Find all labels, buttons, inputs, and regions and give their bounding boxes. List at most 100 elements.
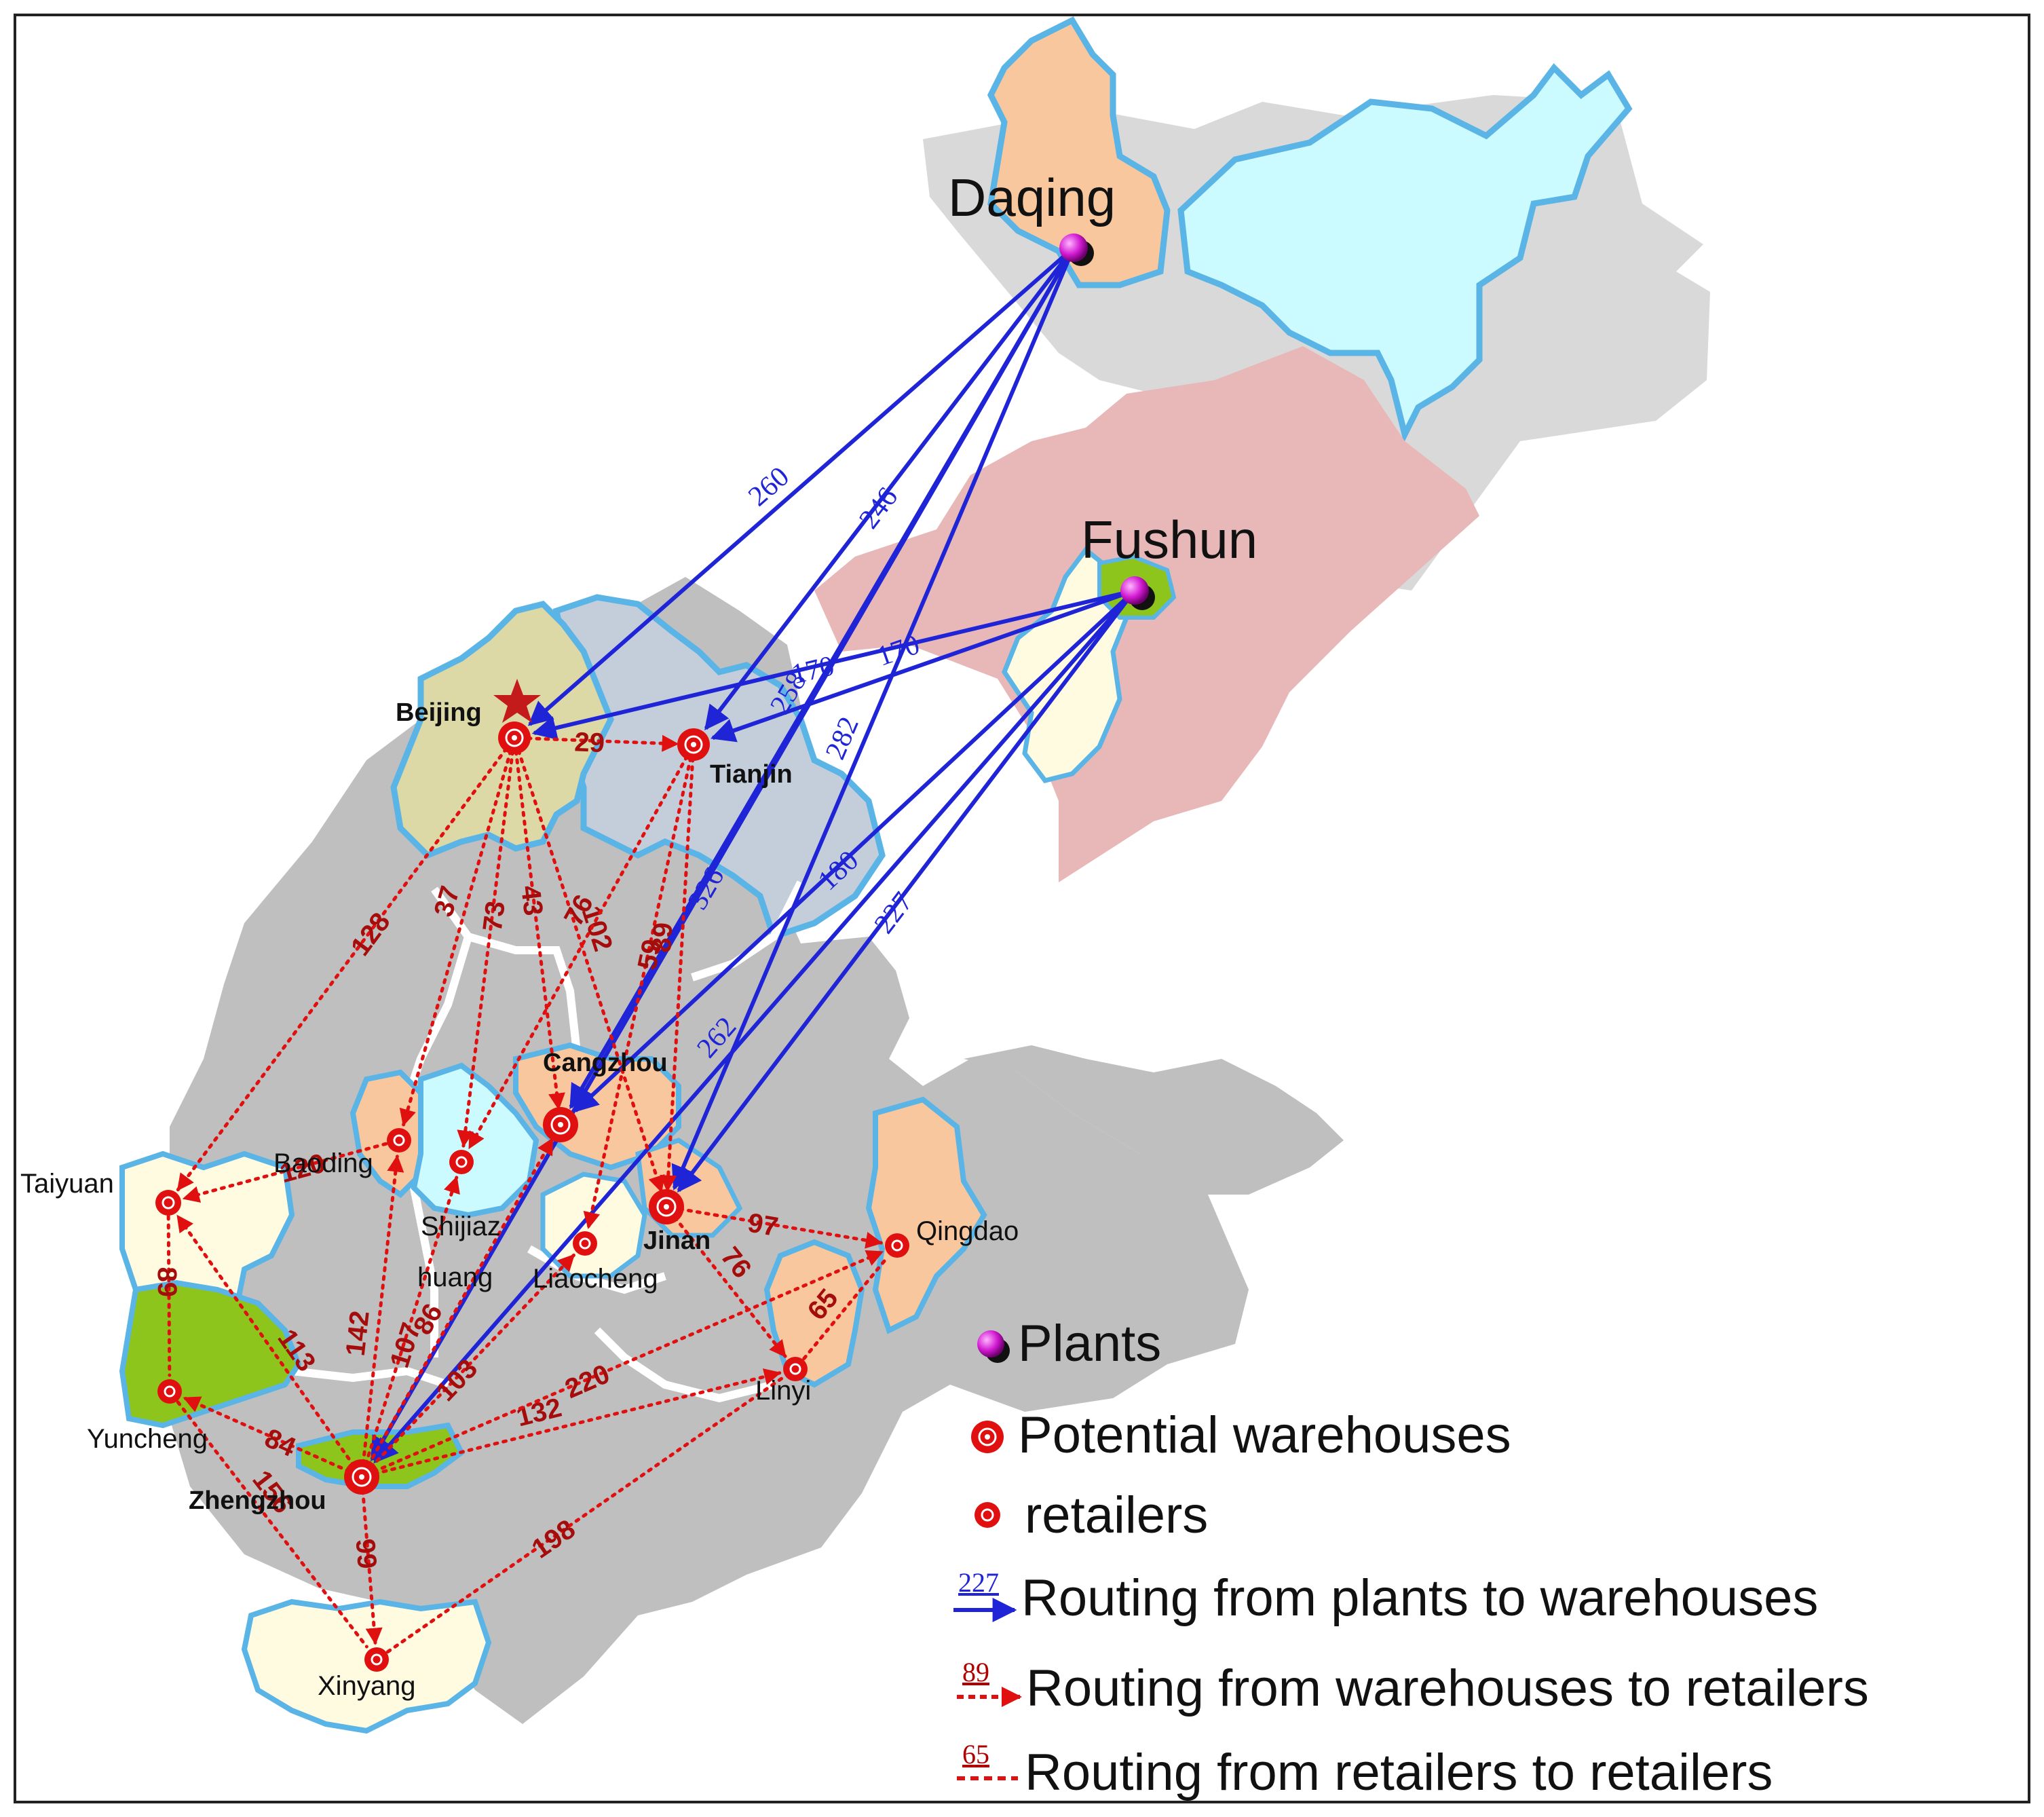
node-layer (155, 233, 1155, 1672)
warehouse-route-zhengzhou-linyi-line (373, 1368, 782, 1476)
warehouse-route-tianjin-liaocheng-value: 59 (632, 937, 668, 973)
region-tianjin-bluegray (552, 594, 886, 941)
road-4 (291, 1366, 449, 1389)
retailer-route-taiyuan-yuncheng-line (166, 1214, 172, 1377)
warehouse-route-beijing-tianjin-value: 29 (574, 727, 605, 758)
warehouse-route-zhengzhou-shijiazhuang-line (364, 1176, 460, 1466)
warehouse-route-tianjin-liaocheng-line (583, 756, 693, 1230)
legend: Plants Potential warehouses retailers 22… (953, 1315, 1869, 1801)
region-xinyang-yellow (241, 1598, 492, 1734)
retailer-xinyang-marker[interactable] (364, 1647, 389, 1672)
warehouse-route-beijing-taiyuan-line (176, 747, 508, 1192)
warehouse-beijing-marker[interactable] (498, 722, 531, 754)
warehouse-route-jinan-qingdao-value: 97 (746, 1208, 780, 1243)
warehouse-route-zhengzhou-taiyuan-line (176, 1214, 356, 1468)
plant-route-fushun-zhengzhou-line (373, 599, 1128, 1464)
region-daqing-orange (987, 16, 1171, 288)
warehouse-route-zhengzhou-yuncheng-line (183, 1396, 352, 1474)
label-qingdao: Qingdao (916, 1216, 1019, 1246)
legend-blue-number: 227 (958, 1567, 999, 1598)
region-jilin-cyan (1177, 63, 1633, 443)
warehouse-route-zhengzhou-xinyang-line (361, 1488, 383, 1645)
label-tianjin: Tianjin (710, 760, 793, 789)
warehouse-route-tianjin-jinan-value: 89 (647, 922, 679, 954)
label-zhengzhou: Zhengzhou (189, 1486, 326, 1515)
retailer-qingdao-marker[interactable] (885, 1233, 909, 1258)
warehouse-cangzhou-marker[interactable] (543, 1107, 578, 1142)
warehouse-route-tianjin-shijiazhuang-line (468, 754, 689, 1150)
legend-warehouses-label: Potential warehouses (1018, 1406, 1511, 1464)
plant-route-daqing-jinan-line (671, 259, 1070, 1191)
warehouse-zhengzhou-marker[interactable] (344, 1459, 379, 1495)
warehouse-route-tianjin-jinan-line (660, 756, 695, 1193)
warehouse-route-beijing-baoding-line (399, 749, 512, 1127)
beijing-star-icon (493, 679, 541, 723)
warehouse-route-beijing-shijiazhuang-value: 73 (478, 899, 511, 933)
label-cangzhou: Cangzhou (543, 1049, 668, 1077)
warehouse-tianjin-marker[interactable] (677, 728, 710, 761)
label-taiyuan: Taiyuan (20, 1169, 114, 1199)
plant-route-daqing-tianjin-line (704, 257, 1067, 731)
warehouse-route-zhengzhou-baoding-line (361, 1155, 404, 1465)
road-7 (691, 880, 805, 981)
plant-route-daqing-zhengzhou-line (370, 258, 1069, 1462)
region-qingdao-orange (865, 1096, 987, 1334)
legend-plant-icon (977, 1330, 1004, 1357)
legend-red-label-1: Routing from warehouses to retailers (1026, 1660, 1869, 1717)
retailer-route-linyi-qingdao-line (802, 1256, 889, 1361)
label-fushun: Fushun (1081, 510, 1257, 569)
retailer-liaocheng-marker[interactable] (573, 1231, 597, 1256)
warehouse-route-beijing-jinan-line (516, 749, 665, 1193)
plant-route-fushun-jinan-line (677, 600, 1129, 1193)
legend-retailer-icon (974, 1502, 1000, 1528)
label-yuncheng: Yuncheng (87, 1424, 208, 1454)
warehouse-route-jinan-linyi-line (673, 1216, 787, 1358)
warehouse-route-baoding-taiyuan-line (182, 1142, 388, 1203)
road-6 (594, 1327, 775, 1403)
warehouse-route-beijing-tianjin-line (526, 734, 679, 752)
label-shijiazhuang-line1: Shijiaz (421, 1212, 501, 1241)
label-baoding: Baoding (273, 1148, 373, 1178)
label-linyi: Linyi (755, 1376, 811, 1406)
city-labels: Daqing Fushun Beijing Tianjin Cangzhou J… (20, 168, 1257, 1701)
retailer-taiyuan-marker[interactable] (155, 1190, 181, 1216)
legend-retailers-label: retailers (1025, 1486, 1208, 1544)
retailer-route-yuncheng-xinyang-line (176, 1400, 368, 1649)
retailer-shijiazhuang-marker[interactable] (449, 1150, 474, 1174)
label-shijiazhuang-line2: huang (417, 1262, 493, 1292)
label-liaocheng: Liaocheng (533, 1264, 658, 1294)
road-5 (527, 1245, 666, 1294)
legend-red-number-2: 65 (962, 1739, 989, 1769)
legend-blue-label: Routing from plants to warehouses (1021, 1569, 1818, 1627)
legend-plants-label: Plants (1018, 1315, 1161, 1372)
legend-red-number-1: 89 (962, 1657, 989, 1687)
region-shandong-gray (964, 1045, 1344, 1195)
legend-red-label-2: Routing from retailers to retailers (1025, 1744, 1773, 1801)
warehouse-route-zhengzhou-cangzhou-line (366, 1137, 554, 1467)
plant-route-fushun-cangzhou-line (573, 598, 1127, 1113)
plant-fushun-marker[interactable] (1120, 576, 1149, 605)
retailer-route-xinyang-linyi-line (385, 1376, 784, 1654)
region-linyi-orange (763, 1239, 865, 1388)
retailer-yuncheng-marker[interactable] (157, 1379, 182, 1404)
label-jinan: Jinan (643, 1226, 711, 1255)
legend-warehouse-icon (971, 1421, 1004, 1453)
plant-route-fushun-tianjin-line (710, 593, 1123, 743)
label-xinyang: Xinyang (318, 1671, 416, 1701)
warehouse-jinan-marker[interactable] (649, 1189, 684, 1224)
plant-route-fushun-beijing-line (531, 591, 1122, 741)
label-daqing: Daqing (948, 168, 1116, 227)
retailer-linyi-marker[interactable] (783, 1357, 808, 1381)
region-liaocheng-yellow (540, 1172, 647, 1279)
plant-daqing-marker[interactable] (1059, 233, 1088, 262)
retailer-route-taiyuan-yuncheng-value: 89 (152, 1267, 182, 1297)
warehouse-route-zhengzhou-qingdao-line (372, 1250, 884, 1474)
retailer-baoding-marker[interactable] (387, 1128, 411, 1153)
warehouse-route-zhengzhou-xinyang-value: 99 (350, 1537, 382, 1570)
plant-route-daqing-beijing-line (527, 255, 1065, 726)
warehouse-route-jinan-qingdao-line (678, 1207, 883, 1249)
label-beijing: Beijing (396, 698, 482, 727)
warehouse-route-beijing-cangzhou-line (514, 749, 565, 1110)
warehouse-route-zhengzhou-baoding-value: 142 (341, 1309, 375, 1357)
